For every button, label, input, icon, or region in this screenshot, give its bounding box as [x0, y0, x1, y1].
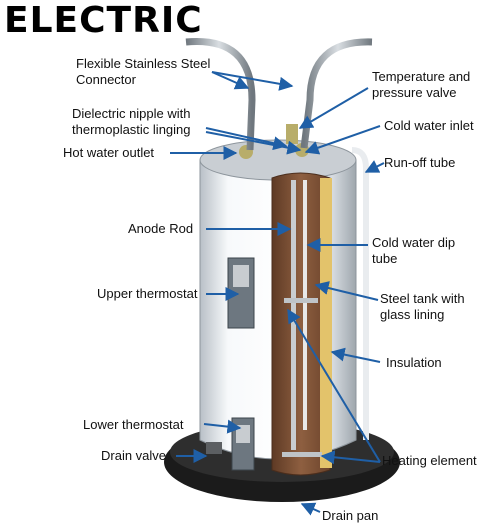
label-insulation: Insulation [386, 355, 442, 370]
dip-tube [303, 180, 307, 430]
lower-heating-element [282, 452, 322, 457]
label-flexible-connector: Flexible Stainless Steel Connector [76, 56, 211, 87]
label-cold-water-inlet: Cold water inlet [384, 118, 474, 133]
left-flex-connector [185, 37, 256, 151]
tp-valve [286, 124, 298, 144]
leader-arrows [170, 71, 385, 516]
page-title: ELECTRIC [4, 0, 203, 41]
upper-heating-element [284, 298, 318, 303]
label-dielectric-nipple: Dielectric nipple with thermoplastic lin… [72, 106, 191, 137]
label-temp-pressure-valve: Temperature and pressure valve [372, 69, 471, 100]
label-hot-water-outlet: Hot water outlet [63, 145, 155, 160]
label-lower-thermostat: Lower thermostat [83, 417, 184, 432]
label-drain-valve: Drain valve [101, 448, 167, 463]
drain-valve [206, 442, 222, 454]
label-runoff-tube: Run-off tube [384, 155, 456, 170]
label-drain-pan: Drain pan [322, 508, 379, 523]
label-heating-element: Heating element [382, 453, 477, 468]
right-flex-connector [300, 38, 373, 149]
label-dip-tube: Cold water dip tube [372, 235, 456, 266]
label-upper-thermostat: Upper thermostat [97, 286, 198, 301]
label-steel-tank: Steel tank with glass lining [380, 291, 465, 322]
label-anode-rod: Anode Rod [128, 221, 194, 236]
upper-thermostat-dial [233, 265, 249, 287]
insulation-layer [320, 178, 332, 468]
